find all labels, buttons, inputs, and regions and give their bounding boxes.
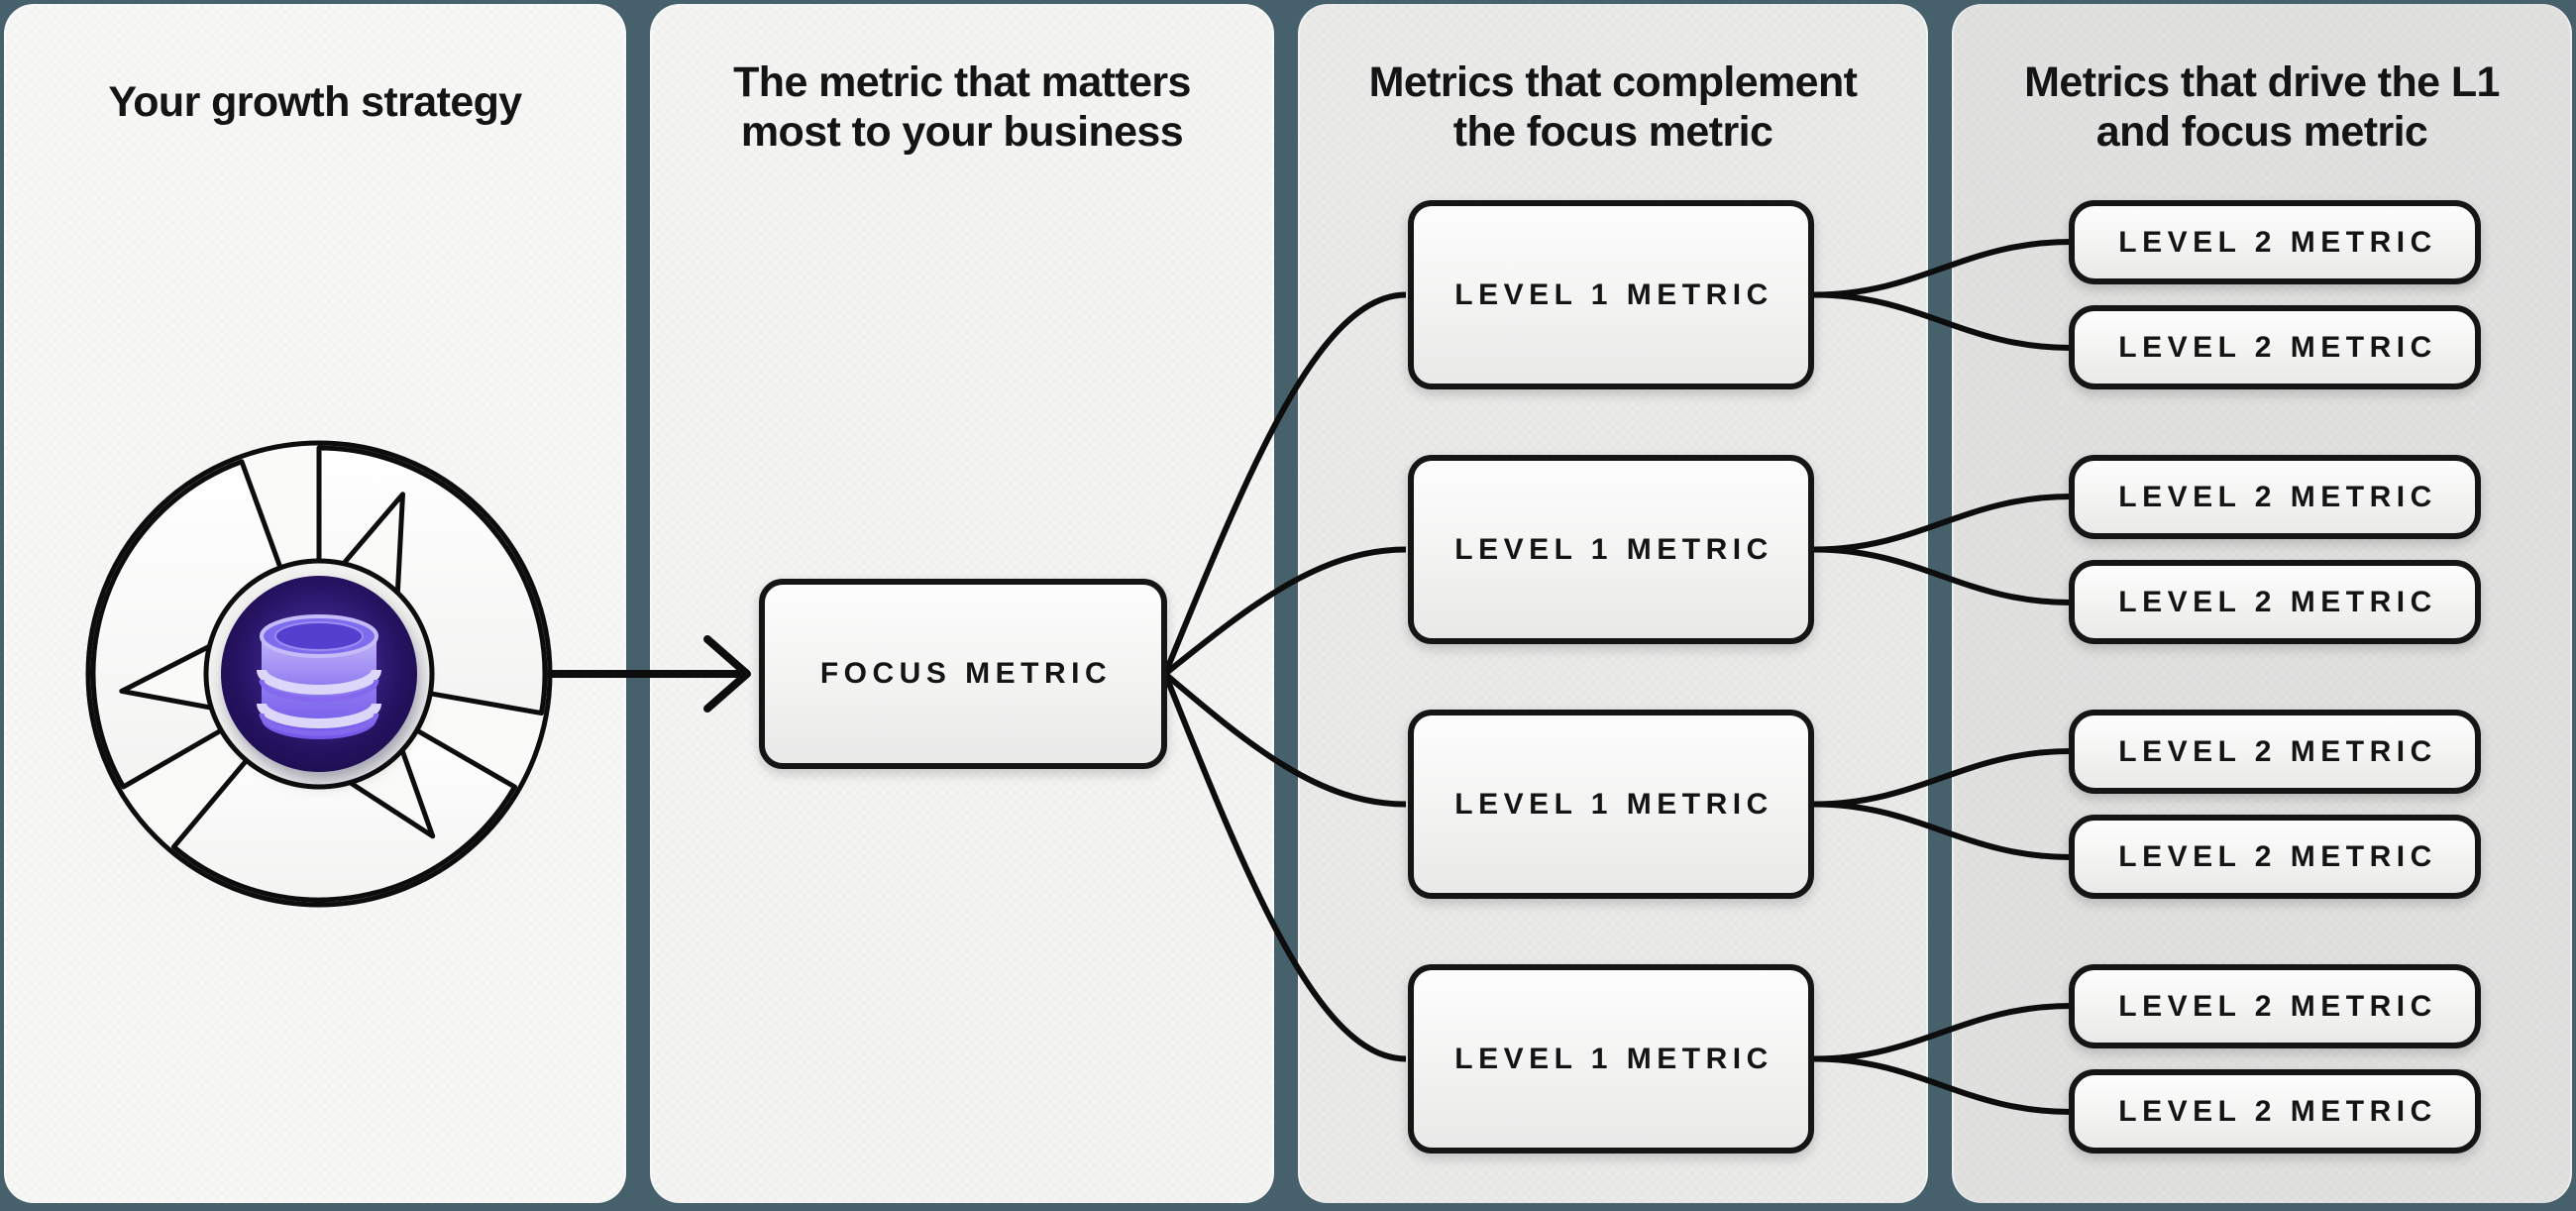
- panel-title-line2: most to your business: [740, 108, 1184, 156]
- level2-metric-box: LEVEL 2 METRIC: [2069, 964, 2481, 1048]
- panel-growth-strategy: Your growth strategy: [4, 4, 626, 1203]
- level2-metric-label: LEVEL 2 METRIC: [2118, 839, 2437, 873]
- level2-metric-box: LEVEL 2 METRIC: [2069, 815, 2481, 899]
- level1-metric-label: LEVEL 1 METRIC: [1454, 1042, 1773, 1075]
- level1-metric-label: LEVEL 1 METRIC: [1454, 532, 1773, 566]
- level1-metric-label: LEVEL 1 METRIC: [1454, 277, 1773, 311]
- panel-title-line1: The metric that matters: [733, 58, 1191, 106]
- level2-metric-label: LEVEL 2 METRIC: [2118, 585, 2437, 618]
- level1-metric-box: LEVEL 1 METRIC: [1408, 200, 1814, 389]
- focus-metric-label: FOCUS METRIC: [819, 657, 1113, 690]
- level2-metric-box: LEVEL 2 METRIC: [2069, 1069, 2481, 1154]
- panel-title-line1: Metrics that drive the L1: [2024, 58, 2500, 106]
- level2-metric-label: LEVEL 2 METRIC: [2118, 330, 2437, 364]
- level2-metric-label: LEVEL 2 METRIC: [2118, 225, 2437, 259]
- panel-title-line2: the focus metric: [1452, 108, 1773, 156]
- level1-metric-box: LEVEL 1 METRIC: [1408, 964, 1814, 1154]
- level2-metric-box: LEVEL 2 METRIC: [2069, 305, 2481, 389]
- level1-metric-label: LEVEL 1 METRIC: [1454, 787, 1773, 821]
- level1-metric-box: LEVEL 1 METRIC: [1408, 710, 1814, 899]
- panel-title-line2: and focus metric: [2095, 108, 2428, 156]
- level2-metric-box: LEVEL 2 METRIC: [2069, 455, 2481, 539]
- level2-metric-label: LEVEL 2 METRIC: [2118, 1094, 2437, 1128]
- panel-title: Your growth strategy: [108, 78, 522, 126]
- panel-title-line1: Metrics that complement: [1368, 58, 1858, 106]
- level1-metric-box: LEVEL 1 METRIC: [1408, 455, 1814, 644]
- level2-metric-label: LEVEL 2 METRIC: [2118, 480, 2437, 513]
- level2-metric-box: LEVEL 2 METRIC: [2069, 710, 2481, 794]
- level2-metric-box: LEVEL 2 METRIC: [2069, 560, 2481, 644]
- focus-metric-box: FOCUS METRIC: [759, 579, 1167, 769]
- level2-metric-label: LEVEL 2 METRIC: [2118, 989, 2437, 1023]
- level2-metric-label: LEVEL 2 METRIC: [2118, 734, 2437, 768]
- level2-metric-box: LEVEL 2 METRIC: [2069, 200, 2481, 284]
